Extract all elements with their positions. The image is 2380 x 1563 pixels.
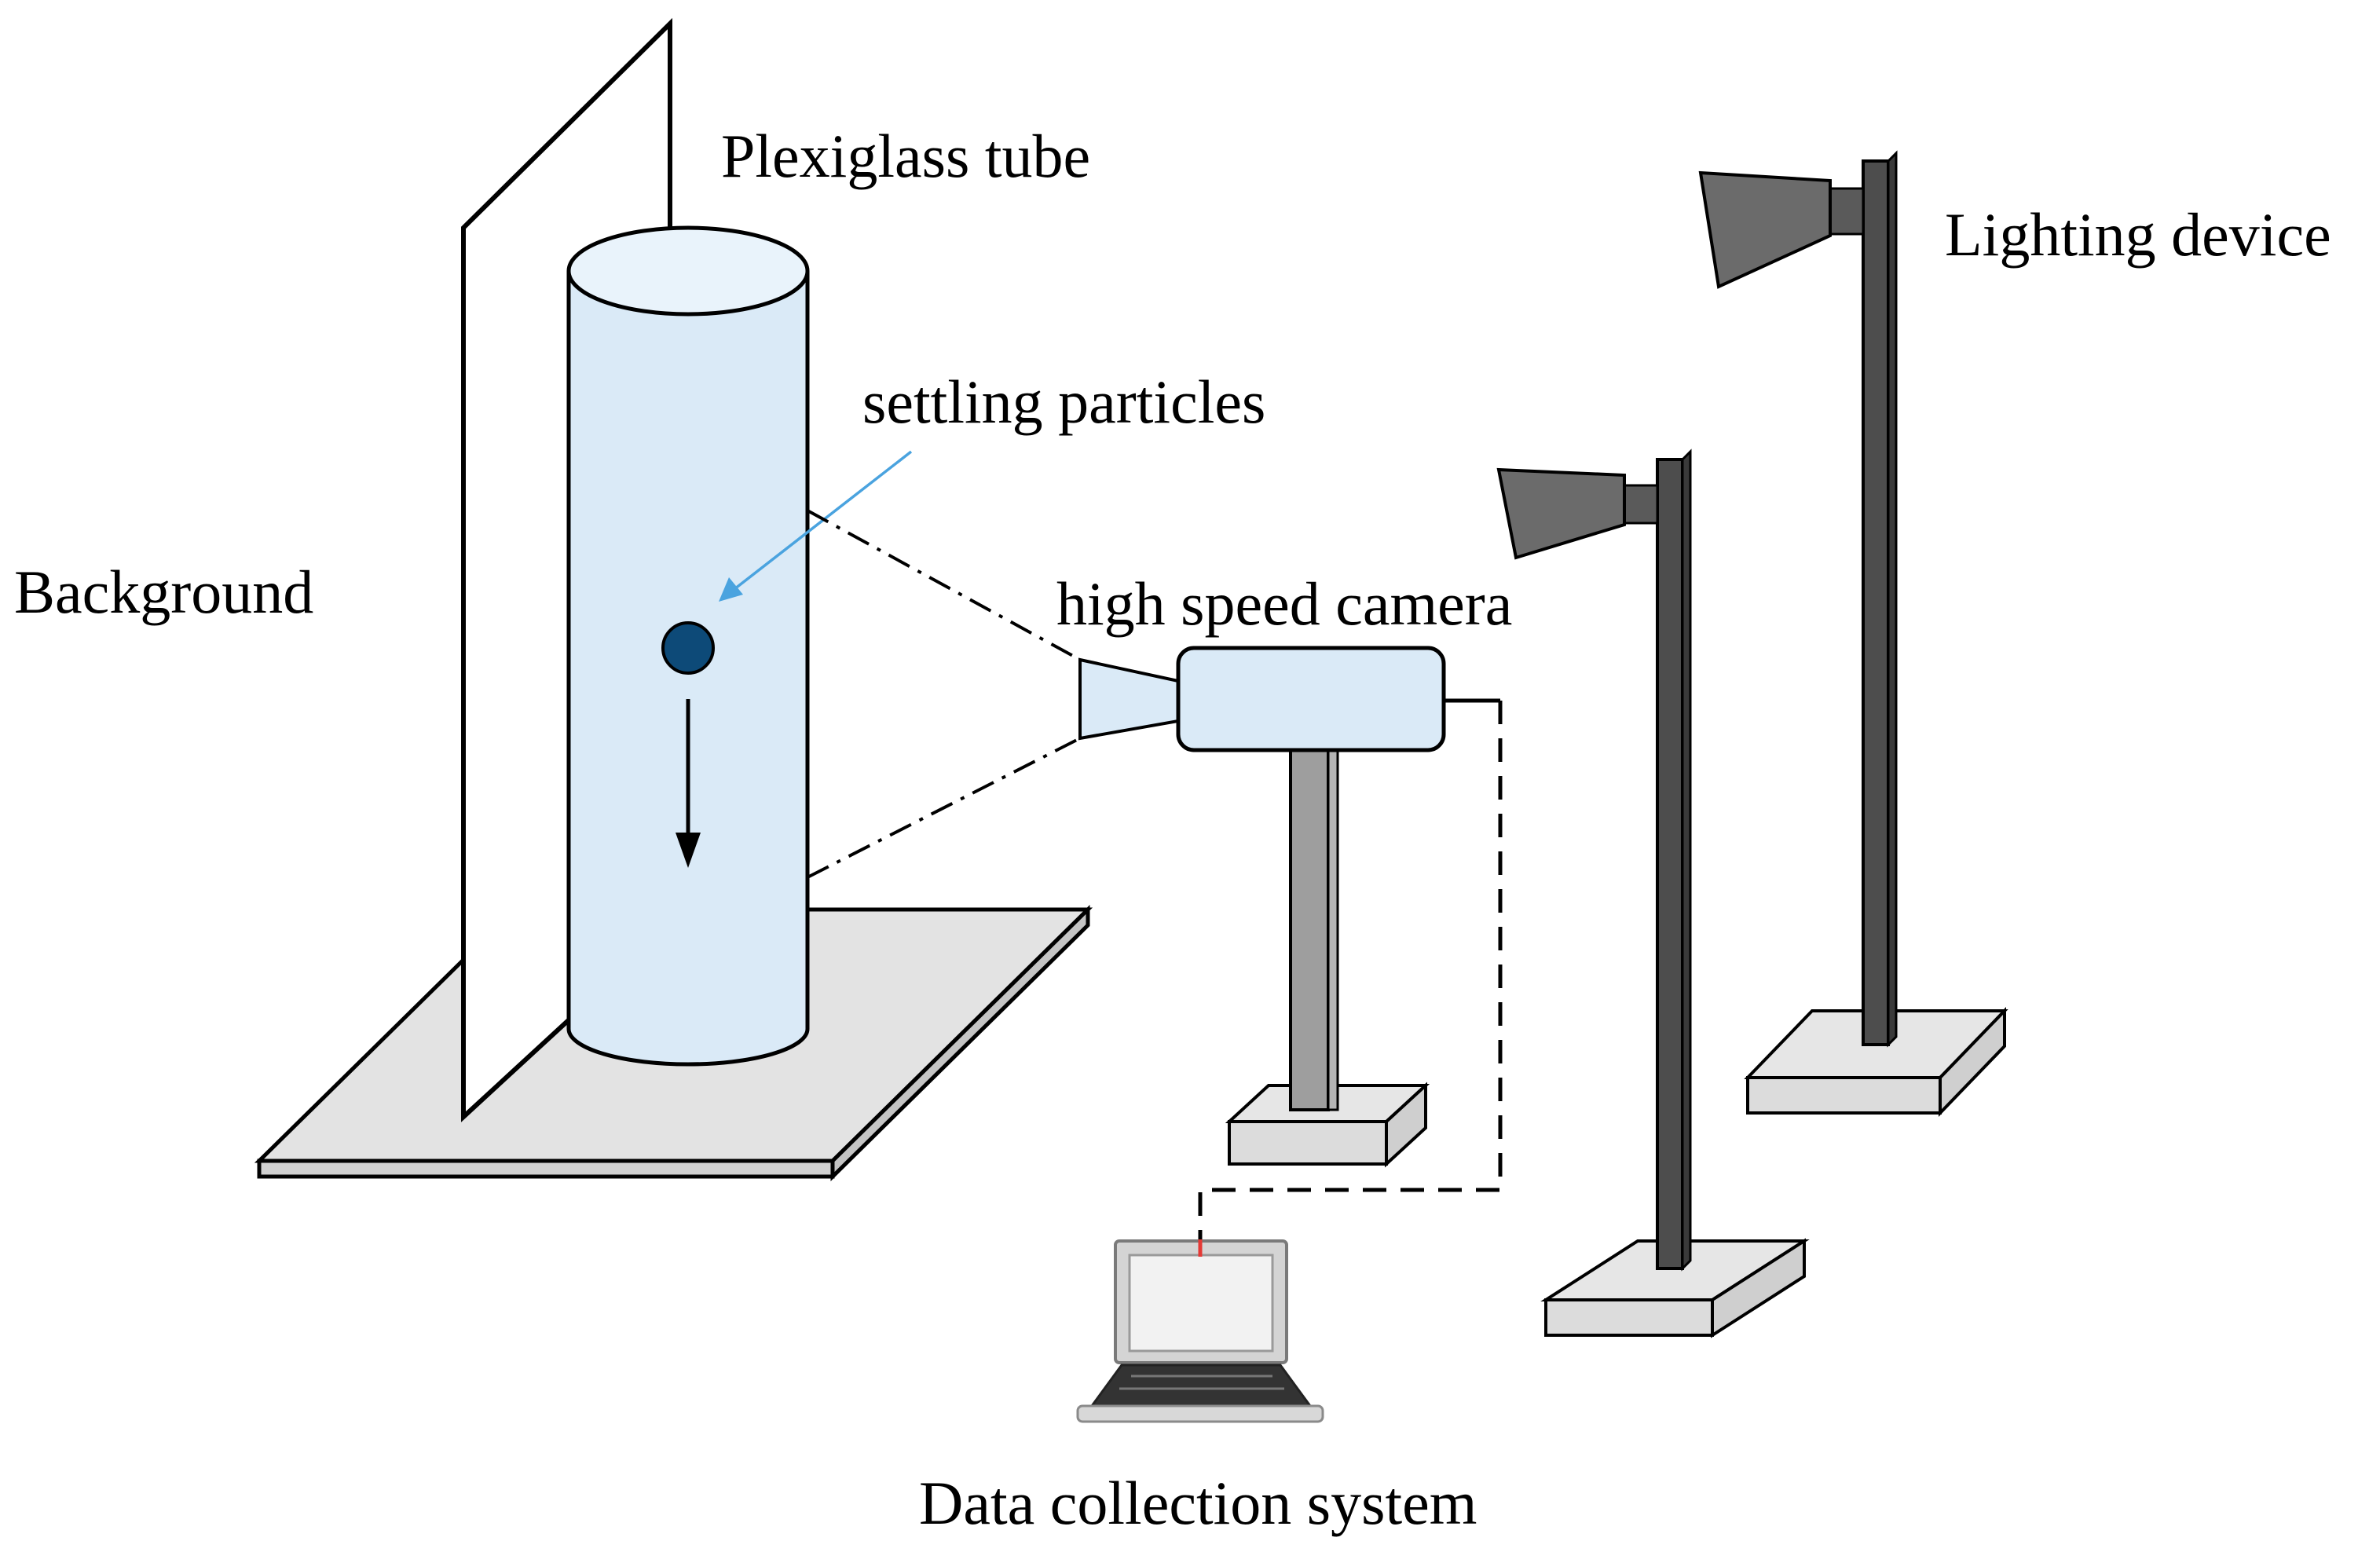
camera-stand: [1225, 749, 1430, 1168]
label-plexiglass-tube: Plexiglass tube: [721, 122, 1090, 190]
settling-direction-arrow: [676, 699, 701, 868]
plexiglass-tube: [566, 225, 810, 1067]
label-high-speed-camera: high speed camera: [1056, 569, 1512, 638]
label-background: Background: [14, 558, 313, 626]
laptop-icon: [1076, 1239, 1324, 1423]
camera-view-lines: [807, 509, 1081, 879]
data-cable: [1198, 698, 1503, 1239]
label-settling-particles: settling particles: [862, 368, 1265, 436]
high-speed-camera: [1078, 646, 1446, 752]
settling-particle: [661, 621, 715, 675]
lighting-device-back: [1698, 150, 2008, 1117]
label-data-collection-system: Data collection system: [919, 1469, 1477, 1537]
lighting-device-front: [1496, 448, 1810, 1338]
label-lighting-device: Lighting device: [1945, 200, 2331, 269]
